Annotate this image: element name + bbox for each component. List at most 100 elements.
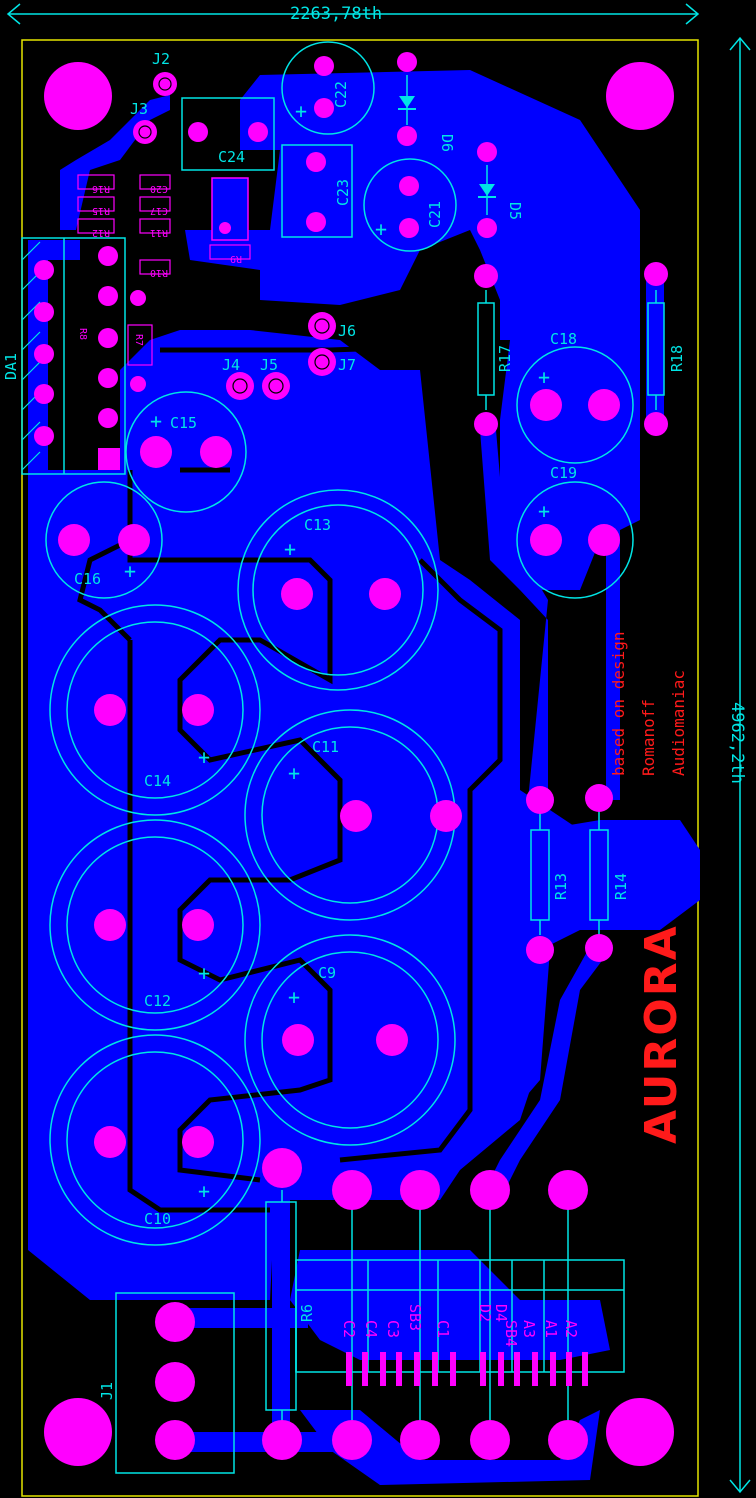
label-j7: J7: [338, 356, 356, 374]
label-j2: J2: [152, 50, 170, 68]
gap-2: [77, 537, 132, 642]
pin-c4: C4: [362, 1320, 380, 1338]
smd-label-r12: R12: [92, 227, 110, 238]
smd-label-r8: R8: [77, 328, 88, 340]
pin-c1: C1: [434, 1320, 452, 1338]
board-title: AURORA: [636, 924, 687, 1144]
width-dimension-label: 2263,78th: [290, 4, 382, 24]
pin-d4: D4: [492, 1304, 510, 1322]
pin-a1: A1: [542, 1320, 560, 1338]
mount-hole-tr: [606, 62, 674, 130]
label-d5: D5: [506, 202, 524, 220]
label-r14: R14: [612, 873, 630, 900]
label-c19: C19: [550, 464, 577, 482]
trace-right-long-2: [588, 505, 620, 800]
c22-outline: [281, 41, 375, 135]
svg-text:+: +: [198, 961, 210, 985]
svg-text:+: +: [198, 1179, 210, 1203]
board-outline: [21, 39, 699, 1497]
smd-labels: R16 R15 R12 C20 C17 R11 R10 R9 R8 R7: [77, 183, 242, 346]
diode-d5-symbol: [478, 184, 496, 198]
label-c12: C12: [144, 992, 171, 1010]
j1-outline: [115, 1292, 235, 1474]
credit-line-2: Romanoff: [639, 699, 658, 776]
label-j1: J1: [98, 1382, 116, 1400]
svg-text:+: +: [538, 499, 550, 523]
trace-r14-down: [480, 950, 610, 1200]
label-r18: R18: [668, 345, 686, 372]
component-labels: J2 J3 C24 C22 C23 C21 D6 D5 DA1 J6 J7 J4…: [2, 50, 686, 1400]
smd-label-r10: R10: [150, 267, 168, 278]
credits-block: based on design Romanoff Audiomaniac: [609, 632, 688, 777]
pin-sb3: SB3: [406, 1304, 424, 1331]
pads: [34, 52, 674, 1466]
bridge-pin-labels: C2 C4 C3 SB3 C1 D2 D4 SB4 A3 A1 A2: [340, 1304, 580, 1347]
label-c14: C14: [144, 772, 171, 790]
label-c13: C13: [304, 516, 331, 534]
svg-text:+: +: [288, 985, 300, 1009]
c13-outline: [237, 489, 439, 691]
smd-area: [77, 174, 251, 366]
smd-label-r16: R16: [92, 183, 110, 194]
label-c10: C10: [144, 1210, 171, 1228]
label-j6: J6: [338, 322, 356, 340]
c18-outline: [516, 346, 634, 464]
height-dimension-label: 4962,2th: [727, 702, 747, 784]
c24-outline: [181, 97, 275, 171]
label-j5: J5: [260, 356, 278, 374]
bottom-pour-1: [290, 1250, 610, 1360]
smd-label-r7: R7: [133, 334, 144, 346]
upper-right-pour: [185, 70, 640, 340]
main-ground-pour: [28, 240, 600, 1300]
smd-label-c17: C17: [150, 205, 168, 216]
gap-5: [160, 337, 501, 353]
c16-outline: [45, 481, 163, 599]
c15-outline: [125, 391, 247, 513]
label-r6: R6: [298, 1304, 316, 1322]
svg-text:+: +: [538, 365, 550, 389]
label-c9: C9: [318, 964, 336, 982]
dimension-top: [6, 3, 700, 25]
label-j4: J4: [222, 356, 240, 374]
label-c18: C18: [550, 330, 577, 348]
resistor-pour: [540, 820, 700, 930]
trace-r18: [646, 270, 664, 420]
label-r17: R17: [496, 345, 514, 372]
svg-text:+: +: [150, 409, 162, 433]
trace-r6-down: [272, 1165, 290, 1440]
c12-outline: [49, 819, 261, 1031]
pad-holes: [138, 77, 330, 394]
pin-c2: C2: [340, 1320, 358, 1338]
svg-text:+: +: [198, 745, 210, 769]
gap-3: [127, 640, 270, 1213]
ic-chip: [211, 177, 249, 241]
label-c21: C21: [426, 201, 444, 228]
pin-c3: C3: [384, 1320, 402, 1338]
smd-label-r15: R15: [92, 205, 110, 216]
svg-text:+: +: [124, 559, 136, 583]
svg-text:+: +: [295, 99, 307, 123]
gap-6: [159, 312, 471, 325]
c21-outline: [363, 158, 457, 252]
smd-label-c20: C20: [150, 183, 168, 194]
label-d6: D6: [438, 134, 456, 152]
bottom-pour-2: [300, 1410, 600, 1485]
pin-a2: A2: [562, 1320, 580, 1338]
credit-line-1: based on design: [609, 632, 628, 777]
pin-sb4: SB4: [502, 1320, 520, 1347]
credit-line-3: Audiomaniac: [669, 670, 688, 776]
label-da1: DA1: [2, 353, 20, 380]
c9-outline: [244, 934, 456, 1146]
label-c24: C24: [218, 148, 245, 166]
mount-hole-bl: [44, 1398, 112, 1466]
gap-4: [339, 558, 503, 1163]
trace-r13-down: [450, 950, 550, 1160]
pin-d2: D2: [476, 1304, 494, 1322]
label-c16: C16: [74, 570, 101, 588]
pin-a3: A3: [520, 1320, 538, 1338]
svg-text:+: +: [375, 217, 387, 241]
c10-outline: [49, 1034, 261, 1246]
svg-text:+: +: [284, 537, 296, 561]
svg-text:+: +: [288, 761, 300, 785]
